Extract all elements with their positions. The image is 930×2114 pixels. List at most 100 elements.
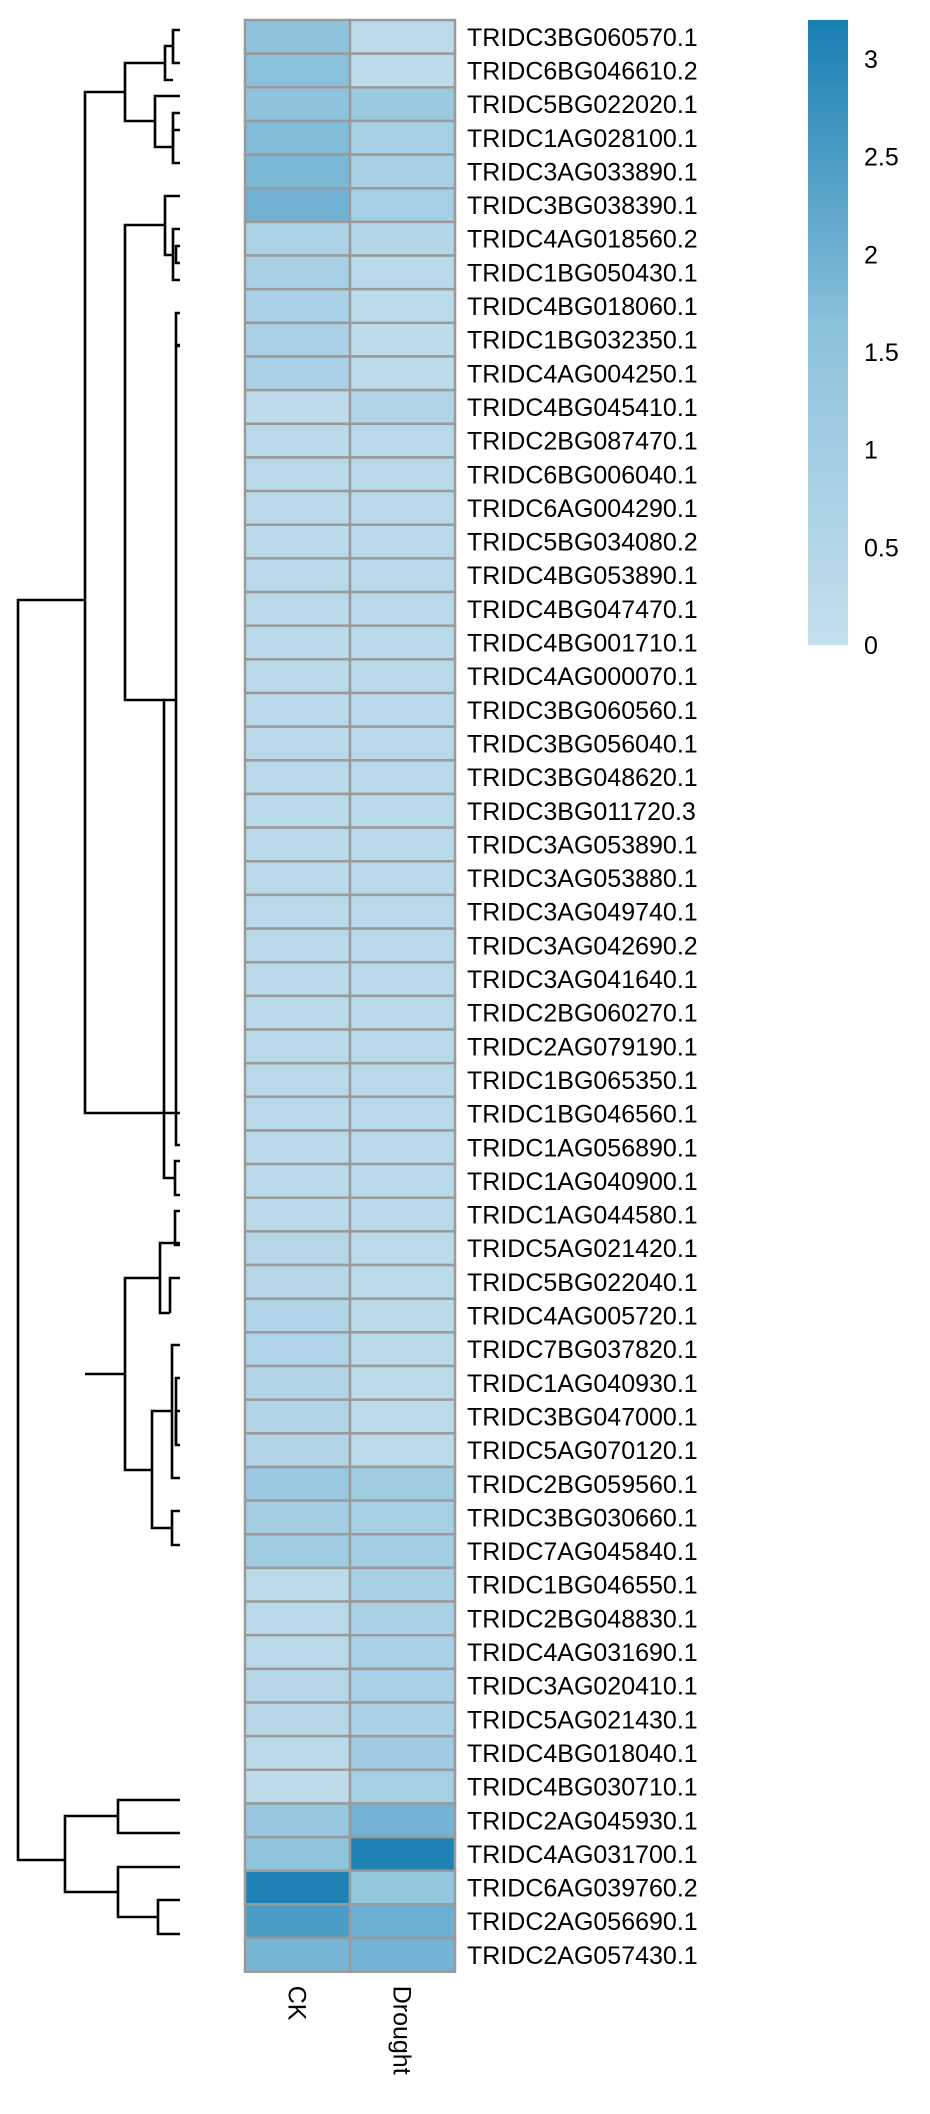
row-label: TRIDC6BG006040.1: [467, 461, 698, 489]
colorbar-tick-label: 2.5: [864, 144, 899, 172]
row-label: TRIDC1BG032350.1: [467, 327, 698, 355]
row-label: TRIDC3AG049740.1: [467, 899, 698, 927]
row-label: TRIDC4AG000070.1: [467, 663, 698, 691]
heatmap-cell: [243, 1903, 352, 1940]
heatmap-cell: [348, 86, 457, 123]
heatmap-cell: [243, 927, 352, 964]
dendro-branch: [116, 1865, 180, 1919]
row-label: TRIDC3AG033890.1: [467, 158, 698, 186]
heatmap-cell: [348, 658, 457, 695]
heatmap-cell: [348, 1364, 457, 1401]
heatmap-cell: [243, 1600, 352, 1637]
heatmap-cell: [348, 1028, 457, 1065]
heatmap-cell: [243, 489, 352, 527]
heatmap-cell: [348, 994, 457, 1031]
heatmap-cell: [348, 1129, 457, 1166]
heatmap-cell: [348, 1162, 457, 1199]
heatmap-cell: [348, 1667, 457, 1704]
heatmap-cell: [243, 187, 352, 224]
heatmap-cell: [243, 1230, 352, 1267]
heatmap-cell: [348, 1196, 457, 1233]
heatmap-cell: [348, 489, 457, 527]
dendro-branch: [123, 223, 165, 702]
dendro-branch: [123, 61, 165, 123]
row-label: TRIDC4BG053890.1: [467, 562, 698, 590]
heatmap-cells: [243, 18, 457, 1973]
colorbar-tick-label: 0: [864, 632, 878, 660]
row-label: TRIDC1BG050430.1: [467, 259, 698, 287]
dendro-branch: [174, 344, 180, 1147]
row-label: TRIDC3AG053890.1: [467, 831, 698, 859]
heatmap-cell: [348, 725, 457, 762]
colorbar-tick-label: 3: [864, 46, 878, 74]
heatmap-cell: [243, 960, 352, 998]
colorbar-tick-label: 2: [864, 241, 878, 269]
heatmap-cell: [348, 456, 457, 493]
heatmap-cell: [243, 321, 352, 358]
heatmap-cell: [348, 759, 457, 796]
row-label: TRIDC3AG020410.1: [467, 1673, 698, 1701]
heatmap-cell: [348, 1432, 457, 1469]
dendro-branch: [153, 94, 180, 149]
row-label: TRIDC1AG040900.1: [467, 1168, 698, 1196]
column-label: Drought: [388, 1986, 416, 2075]
heatmap-cell: [243, 1667, 352, 1704]
heatmap-cell: [243, 1432, 352, 1469]
heatmap-cell: [243, 1768, 352, 1805]
row-label: TRIDC3BG060570.1: [467, 24, 698, 52]
dendro-branch: [174, 244, 180, 265]
heatmap-cell: [243, 1061, 352, 1099]
heatmap-cell: [243, 893, 352, 930]
heatmap-cell: [243, 1633, 352, 1671]
row-label: TRIDC2AG079190.1: [467, 1033, 698, 1061]
heatmap-cell: [348, 153, 457, 190]
row-label: TRIDC1BG065350.1: [467, 1067, 698, 1095]
row-label: TRIDC3BG056040.1: [467, 730, 698, 758]
heatmap-cell: [348, 321, 457, 358]
heatmap-cell: [348, 523, 457, 560]
row-label: TRIDC2BG059560.1: [467, 1471, 698, 1499]
row-label: TRIDC5AG070120.1: [467, 1437, 698, 1465]
row-label: TRIDC5AG021430.1: [467, 1706, 698, 1734]
heatmap-cell: [243, 1297, 352, 1334]
dendro-branch: [171, 28, 180, 65]
heatmap-cell: [243, 153, 352, 190]
heatmap-cell: [348, 119, 457, 156]
row-label: TRIDC2BG087470.1: [467, 428, 698, 456]
row-label: TRIDC4AG005720.1: [467, 1303, 698, 1331]
row-label: TRIDC3AG042690.2: [467, 932, 698, 960]
colorbar-tick-label: 1: [864, 437, 878, 465]
row-label: TRIDC6AG039760.2: [467, 1875, 698, 1903]
heatmap-cell: [243, 1802, 352, 1839]
row-label: TRIDC4AG004250.1: [467, 360, 698, 388]
row-label: TRIDC4BG030710.1: [467, 1774, 698, 1802]
row-label: TRIDC5AG021420.1: [467, 1235, 698, 1263]
heatmap-cell: [243, 1533, 352, 1570]
heatmap-cell: [243, 119, 352, 156]
dendro-branch: [16, 598, 85, 1862]
heatmap-cell: [348, 1936, 457, 1973]
heatmap-cell: [348, 1331, 457, 1368]
row-label: TRIDC1AG040930.1: [467, 1370, 698, 1398]
heatmap-cell: [243, 86, 352, 123]
dendro-branch: [168, 1276, 180, 1313]
heatmap-cell: [243, 658, 352, 695]
row-label: TRIDC5BG022020.1: [467, 91, 698, 119]
heatmap-cell: [348, 1566, 457, 1603]
heatmap-cell: [243, 1701, 352, 1738]
row-label: TRIDC1AG044580.1: [467, 1202, 698, 1230]
heatmap-cell: [243, 1331, 352, 1368]
row-label: TRIDC6AG004290.1: [467, 495, 698, 523]
heatmap-cell: [348, 1633, 457, 1671]
heatmap-cell: [348, 422, 457, 459]
row-label: TRIDC4BG047470.1: [467, 596, 698, 624]
heatmap-cell: [243, 860, 352, 897]
colorbar-ticks: 00.511.522.53: [864, 46, 899, 660]
heatmap-cell: [243, 1364, 352, 1401]
row-label: TRIDC3BG047000.1: [467, 1403, 698, 1431]
heatmap-cell: [243, 1028, 352, 1065]
row-label: TRIDC1BG046560.1: [467, 1101, 698, 1129]
heatmap-cell: [243, 1398, 352, 1435]
row-label: TRIDC5BG022040.1: [467, 1269, 698, 1297]
